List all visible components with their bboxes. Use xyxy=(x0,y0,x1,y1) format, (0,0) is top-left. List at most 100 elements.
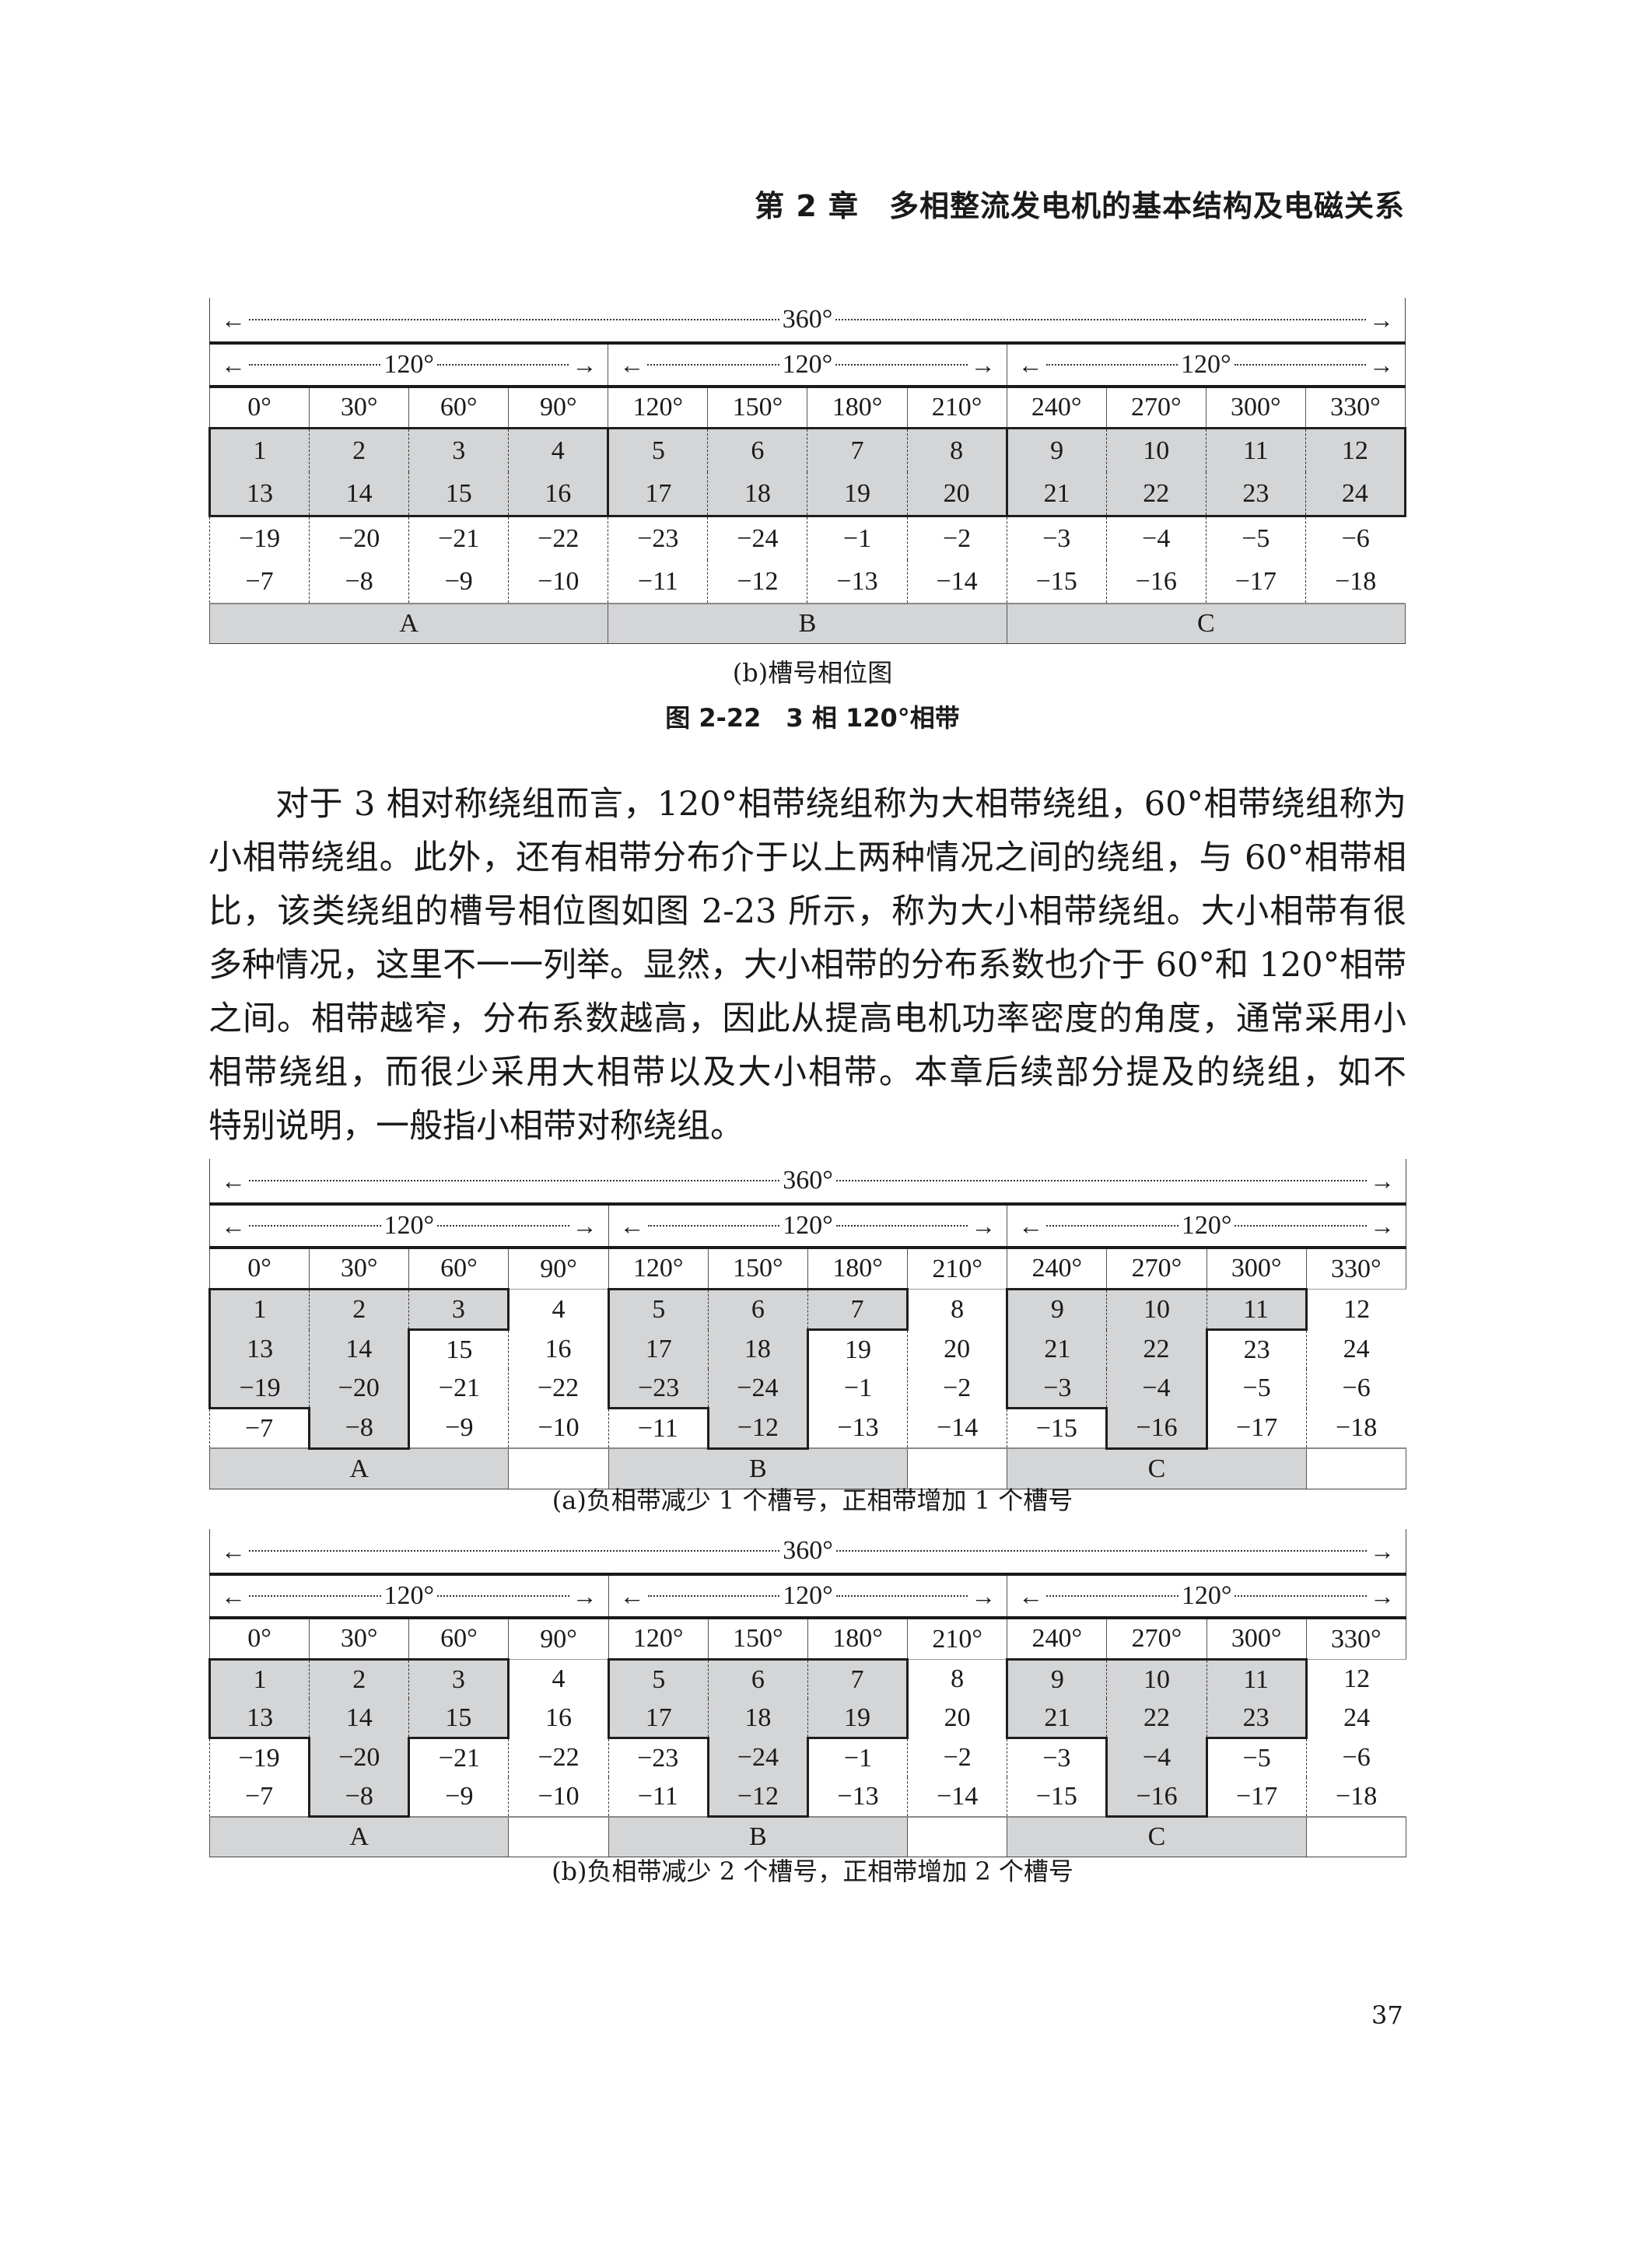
phase-band-c: C xyxy=(1006,603,1406,644)
span-360-cell: ←360°→ xyxy=(209,1159,1406,1204)
phase-band-empty xyxy=(907,1815,1008,1857)
span-120-cell: ←120°→ xyxy=(1007,1202,1406,1249)
slot-cell: 11 xyxy=(1206,1658,1308,1699)
degree-cell: 270° xyxy=(1106,1618,1207,1660)
slot-cell: −6 xyxy=(1305,1738,1406,1777)
span-arrow: ←360°→ xyxy=(210,305,1405,334)
span-120-cell: ←120°→ xyxy=(1006,341,1406,388)
slot-cell: −11 xyxy=(608,560,709,604)
slot-cell: 5 xyxy=(607,1288,709,1330)
left-arrow-icon: ← xyxy=(221,1167,246,1195)
dotted-line xyxy=(249,1550,780,1552)
span-120-row: ←120°→←120°→←120°→ xyxy=(208,341,1406,388)
phase-band-empty xyxy=(1305,1815,1407,1857)
span-arrow: ←360°→ xyxy=(210,1166,1406,1195)
span-120-row: ←120°→←120°→←120°→ xyxy=(209,1573,1406,1619)
slot-cell: 21 xyxy=(1006,1699,1108,1739)
span-label: 120° xyxy=(383,350,434,379)
slot-cell: 10 xyxy=(1106,1658,1207,1699)
slot-cell: 13 xyxy=(208,1699,310,1739)
slot-cell: −16 xyxy=(1105,1777,1208,1818)
slot-cell: −6 xyxy=(1305,515,1406,560)
slot-cell: −13 xyxy=(807,560,908,604)
degree-cell: 180° xyxy=(807,1618,909,1660)
phase-band-empty xyxy=(1305,1447,1407,1489)
slot-cell: −22 xyxy=(508,1369,610,1409)
left-arrow-icon: ← xyxy=(221,1212,246,1240)
slot-cell: −3 xyxy=(1006,1369,1108,1409)
slot-cell: 1 xyxy=(208,1288,310,1330)
slot-cell: −10 xyxy=(508,1408,609,1448)
slot-cell: −21 xyxy=(408,1737,510,1777)
right-arrow-icon: → xyxy=(1370,1212,1396,1240)
slot-cell: −11 xyxy=(608,1407,709,1448)
slot-cell: −20 xyxy=(309,1369,411,1409)
slot-cell: −4 xyxy=(1105,515,1206,560)
slot-cell: 22 xyxy=(1106,1699,1207,1738)
slot-cell: −6 xyxy=(1305,1369,1406,1409)
degree-cell: 210° xyxy=(907,1618,1008,1660)
span-arrow: ←120°→ xyxy=(1007,1211,1406,1241)
slot-phase-table-b: ←360°→←120°→←120°→←120°→0°30°60°90°120°1… xyxy=(208,1529,1407,1857)
span-arrow: ←120°→ xyxy=(1007,350,1405,380)
span-arrow: ←120°→ xyxy=(1007,1581,1406,1611)
degree-cell: 90° xyxy=(508,1618,609,1660)
slot-cell: −2 xyxy=(907,1369,1009,1409)
span-arrow: ←120°→ xyxy=(210,350,608,380)
degree-cell: 300° xyxy=(1205,387,1306,429)
slot-cell: 9 xyxy=(1006,1658,1108,1699)
paragraph-line: 特别说明，一般指小相带对称绕组。 xyxy=(208,1107,744,1146)
degree-cell: 60° xyxy=(408,1618,510,1660)
degree-cell: 240° xyxy=(1007,1248,1108,1290)
slot-cell: −9 xyxy=(408,1777,510,1817)
slot-cell: −2 xyxy=(906,515,1007,560)
degree-cell: 90° xyxy=(508,387,609,429)
slot-cell: −13 xyxy=(806,1777,909,1817)
phase-band-c: C xyxy=(1007,1447,1307,1489)
slot-cell: −3 xyxy=(1006,515,1107,560)
span-360-cell: ←360°→ xyxy=(209,1529,1406,1574)
slot-cell: 3 xyxy=(408,1288,510,1331)
phase-table: ←360°→←120°→←120°→←120°→0°30°60°90°120°1… xyxy=(208,1529,1407,1857)
slot-cell: 3 xyxy=(408,1658,510,1699)
span-120-cell: ←120°→ xyxy=(1007,1573,1406,1619)
slot-cell: 14 xyxy=(309,472,410,517)
slot-cell: −24 xyxy=(707,515,808,560)
paragraph-line: 比，该类绕组的槽号相位图如图 2-23 所示，称为大小相带绕组。大小相带有很 xyxy=(208,892,1406,931)
phase-band-empty xyxy=(907,1447,1008,1489)
slot-cell: 18 xyxy=(707,1329,809,1369)
page-number: 37 xyxy=(1371,2000,1403,2030)
slot-cell: 6 xyxy=(707,1288,808,1330)
slot-cell: 21 xyxy=(1006,1329,1108,1369)
degree-cell: 60° xyxy=(408,1248,510,1290)
slot-cell: −13 xyxy=(806,1408,909,1448)
span-label: 120° xyxy=(783,1581,833,1610)
slot-cell: −17 xyxy=(1205,1777,1307,1817)
phase-band-a: A xyxy=(208,603,609,644)
slot-cell: 7 xyxy=(807,427,908,472)
slot-cell: 19 xyxy=(807,1699,909,1739)
slot-cell: 16 xyxy=(508,472,610,517)
slot-cell: −21 xyxy=(408,515,510,560)
slot-cell: 20 xyxy=(907,1329,1009,1369)
right-arrow-icon: → xyxy=(1370,1167,1396,1195)
slot-cell: −12 xyxy=(706,1777,809,1818)
paragraph-line: 对于 3 相对称绕组而言，120°相带绕组称为大相带绕组，60°相带绕组称为 xyxy=(275,785,1406,824)
right-arrow-icon: → xyxy=(572,1212,597,1240)
degree-cell: 180° xyxy=(807,387,908,429)
paragraph-line: 相带绕组，而很少采用大相带以及大小相带。本章后续部分提及的绕组，如不 xyxy=(208,1053,1406,1092)
slot-cell: 11 xyxy=(1205,427,1306,472)
dotted-line xyxy=(835,1595,968,1597)
slot-cell: −5 xyxy=(1205,515,1306,560)
slot-cell: 1 xyxy=(208,1658,310,1699)
phase-band-empty xyxy=(508,1815,609,1857)
span-label: 120° xyxy=(782,350,833,379)
span-arrow: ←120°→ xyxy=(210,1211,608,1241)
dotted-line xyxy=(249,1180,780,1181)
slot-cell: −15 xyxy=(1007,1407,1108,1448)
degree-cell: 300° xyxy=(1206,1618,1307,1660)
slot-cell: −19 xyxy=(208,1369,310,1409)
